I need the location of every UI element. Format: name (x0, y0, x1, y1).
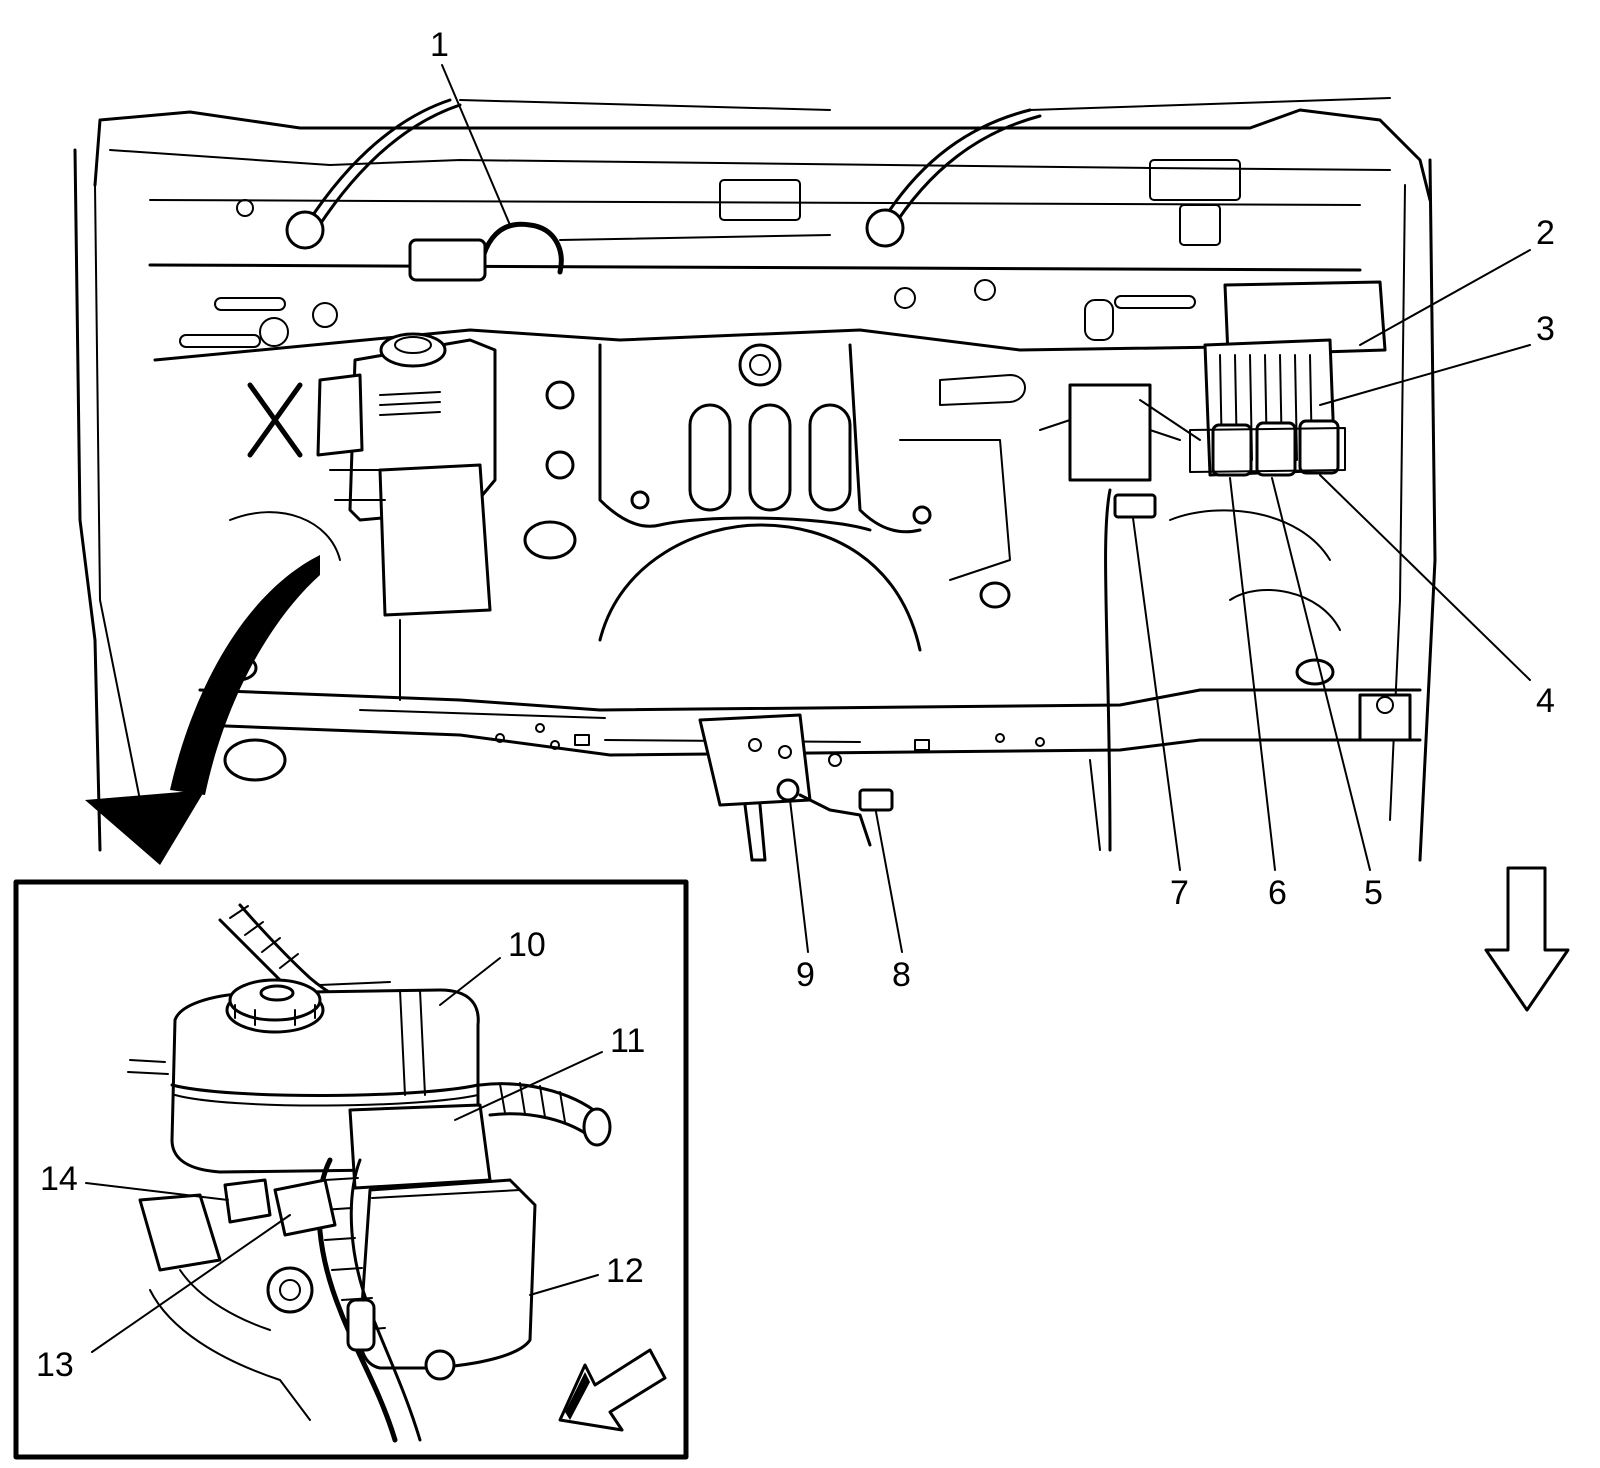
leader-2 (1359, 249, 1531, 346)
leader-6 (1229, 477, 1276, 871)
left-wiper-pivot (285, 210, 325, 250)
engine-compartment-view (73, 97, 1437, 862)
x-marker (247, 382, 303, 458)
component-11-bracket (348, 1103, 492, 1190)
leader-3 (1319, 344, 1531, 406)
inset-detail-view (13, 879, 689, 1460)
component-9-switch (776, 778, 800, 802)
reservoir-seam (170, 1083, 480, 1097)
callout-6: 6 (1268, 874, 1287, 912)
tunnel-arch (598, 523, 922, 652)
cowl-panel (93, 108, 1432, 202)
component-7-connector (1113, 493, 1157, 519)
component-7-harness (1104, 488, 1112, 852)
leader-lines-inset (85, 957, 603, 1353)
callout-10: 10 (508, 926, 546, 964)
component-12-module (358, 1178, 537, 1370)
callout-1: 1 (430, 26, 449, 64)
leader-7 (1132, 517, 1181, 871)
callout-2: 2 (1536, 214, 1555, 252)
component-1-connector (408, 238, 487, 282)
right-fender-edge (1418, 158, 1437, 862)
leader-14 (85, 1182, 229, 1201)
curved-arrow-icon (85, 555, 320, 865)
callout-7: 7 (1170, 874, 1189, 912)
leader-9 (789, 799, 809, 953)
leader-1 (441, 64, 511, 226)
cowl-beam-top (148, 263, 1362, 272)
diagonal-arrow-icon (558, 1348, 667, 1432)
right-wiper-pivot (865, 208, 905, 248)
left-fender-edge (73, 148, 102, 852)
callout-14: 14 (40, 1160, 78, 1198)
component-14-connector (223, 1178, 272, 1224)
callout-labels-inset: 10 11 12 13 14 (36, 926, 645, 1384)
callout-5: 5 (1364, 874, 1383, 912)
component-2-bracket (1223, 280, 1387, 357)
callout-3: 3 (1536, 310, 1555, 348)
callout-4: 4 (1536, 682, 1555, 720)
callout-8: 8 (892, 956, 911, 994)
callout-labels-main: 1 2 3 4 5 6 7 8 9 (430, 26, 1555, 994)
component-4-connector (1298, 419, 1340, 475)
callout-11: 11 (610, 1022, 645, 1060)
leader-5 (1271, 477, 1371, 871)
callout-12: 12 (606, 1252, 644, 1290)
washer-reservoir (1068, 383, 1152, 482)
leader-4 (1319, 474, 1531, 681)
leader-8 (875, 811, 903, 953)
leader-10 (439, 957, 501, 1006)
callout-13: 13 (36, 1346, 74, 1384)
leader-11 (454, 1051, 603, 1121)
component-6-connector (1211, 423, 1253, 477)
leader-lines-main (441, 64, 1531, 953)
callout-9: 9 (796, 956, 815, 994)
down-arrow-icon (1484, 866, 1570, 1012)
left-wiper-arm (298, 98, 452, 237)
component-13-connector (273, 1178, 337, 1237)
component-1-hose (477, 221, 564, 275)
abs-module-main (378, 463, 492, 617)
component-5-connector (1255, 421, 1297, 477)
crossmember-top (198, 688, 1422, 712)
tunnel-top (658, 516, 872, 532)
component-8-connector (858, 788, 894, 812)
crossmember-bottom (198, 723, 1422, 757)
dash-panel-left (598, 343, 662, 528)
leader-13 (91, 1214, 291, 1353)
leader-12 (529, 1274, 599, 1296)
